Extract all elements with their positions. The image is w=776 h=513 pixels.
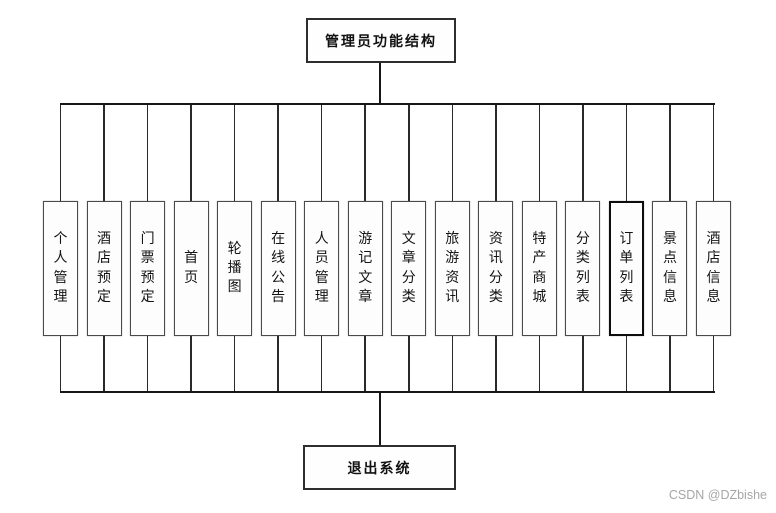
connector-stub-top xyxy=(625,105,628,201)
node-box: 人员管理 xyxy=(304,201,340,336)
node-label: 游记文章 xyxy=(358,230,373,305)
node-hotel-info: 酒店信息 xyxy=(695,105,731,391)
node-box: 酒店预定 xyxy=(86,201,122,336)
csdn-watermark: CSDN @DZbishe xyxy=(668,488,767,502)
node-category-list: 分类列表 xyxy=(565,105,601,391)
connector-stub-bottom xyxy=(364,336,366,391)
node-label: 特产商城 xyxy=(532,230,547,305)
node-hotel-booking: 酒店预定 xyxy=(86,105,122,391)
connector-bus-bottom xyxy=(60,391,715,393)
connector-stub-bottom xyxy=(451,336,454,391)
root-node-label: 管理员功能结构 xyxy=(325,33,437,50)
connector-stub-top xyxy=(538,105,541,201)
connector-stub-top xyxy=(103,105,105,201)
connector-stub-bottom xyxy=(712,336,715,391)
connector-stub-bottom xyxy=(190,336,192,391)
node-label: 个人管理 xyxy=(53,230,68,305)
connector-stub-top xyxy=(669,105,671,201)
node-box: 酒店信息 xyxy=(695,201,731,336)
node-box: 资讯分类 xyxy=(478,201,514,336)
node-label: 文章分类 xyxy=(401,230,416,305)
connector-stub-top xyxy=(320,105,323,201)
connector-stub-bottom xyxy=(146,336,149,391)
connector-stub-bottom xyxy=(538,336,541,391)
node-personal-management: 个人管理 xyxy=(43,105,78,391)
footer-node-exit-system: 退出系统 xyxy=(303,445,456,490)
node-box: 门票预定 xyxy=(130,201,166,336)
node-label: 资讯分类 xyxy=(488,230,503,305)
connector-trunk-top xyxy=(379,63,381,104)
connector-stub-top xyxy=(495,105,497,201)
node-box: 在线公告 xyxy=(260,201,296,336)
connector-stub-top xyxy=(364,105,366,201)
node-online-announcement: 在线公告 xyxy=(260,105,296,391)
children-row: 个人管理 酒店预定 门票预定 首页 xyxy=(43,105,731,391)
node-label: 酒店预定 xyxy=(97,230,112,305)
node-order-list: 订单列表 xyxy=(608,105,644,391)
node-label: 酒店信息 xyxy=(706,230,721,305)
node-box-highlighted: 订单列表 xyxy=(608,201,644,336)
root-node-admin-functions: 管理员功能结构 xyxy=(306,18,456,63)
connector-stub-top xyxy=(146,105,149,201)
node-carousel: 轮播图 xyxy=(217,105,253,391)
node-box: 个人管理 xyxy=(43,201,78,336)
connector-stub-bottom xyxy=(582,336,584,391)
connector-stub-top xyxy=(408,105,410,201)
node-home-page: 首页 xyxy=(173,105,209,391)
connector-stub-top xyxy=(233,105,236,201)
connector-stub-bottom xyxy=(103,336,105,391)
node-article-category: 文章分类 xyxy=(391,105,427,391)
node-box: 首页 xyxy=(173,201,209,336)
connector-stub-bottom xyxy=(408,336,410,391)
node-label: 景点信息 xyxy=(662,230,677,305)
node-box: 景点信息 xyxy=(652,201,688,336)
connector-stub-bottom xyxy=(625,336,628,391)
connector-stub-top xyxy=(712,105,715,201)
node-box: 旅游资讯 xyxy=(434,201,470,336)
connector-stub-top xyxy=(277,105,279,201)
footer-node-label: 退出系统 xyxy=(347,460,412,477)
node-label: 在线公告 xyxy=(271,230,286,305)
node-ticket-booking: 门票预定 xyxy=(130,105,166,391)
node-box: 轮播图 xyxy=(217,201,253,336)
node-box: 游记文章 xyxy=(347,201,383,336)
connector-trunk-bottom xyxy=(379,393,381,445)
node-staff-management: 人员管理 xyxy=(304,105,340,391)
node-label: 旅游资讯 xyxy=(445,230,460,305)
connector-stub-bottom xyxy=(320,336,323,391)
node-label: 首页 xyxy=(184,250,199,286)
node-box: 文章分类 xyxy=(391,201,427,336)
connector-stub-bottom xyxy=(233,336,236,391)
connector-stub-top xyxy=(582,105,584,201)
connector-bus-top xyxy=(60,103,715,105)
node-news-category: 资讯分类 xyxy=(478,105,514,391)
connector-stub-top xyxy=(190,105,192,201)
connector-stub-top xyxy=(59,105,62,201)
node-box: 特产商城 xyxy=(521,201,557,336)
node-specialty-mall: 特产商城 xyxy=(521,105,557,391)
connector-stub-bottom xyxy=(495,336,497,391)
connector-stub-bottom xyxy=(277,336,279,391)
node-label: 轮播图 xyxy=(227,240,242,296)
node-scenic-spot-info: 景点信息 xyxy=(652,105,688,391)
node-travel-news: 旅游资讯 xyxy=(434,105,470,391)
connector-stub-bottom xyxy=(669,336,671,391)
connector-stub-top xyxy=(451,105,454,201)
node-label: 分类列表 xyxy=(575,230,590,305)
node-travel-notes: 游记文章 xyxy=(347,105,383,391)
node-label: 门票预定 xyxy=(140,230,155,305)
node-label: 订单列表 xyxy=(619,230,634,305)
node-label: 人员管理 xyxy=(314,230,329,305)
connector-stub-bottom xyxy=(59,336,62,391)
node-box: 分类列表 xyxy=(565,201,601,336)
